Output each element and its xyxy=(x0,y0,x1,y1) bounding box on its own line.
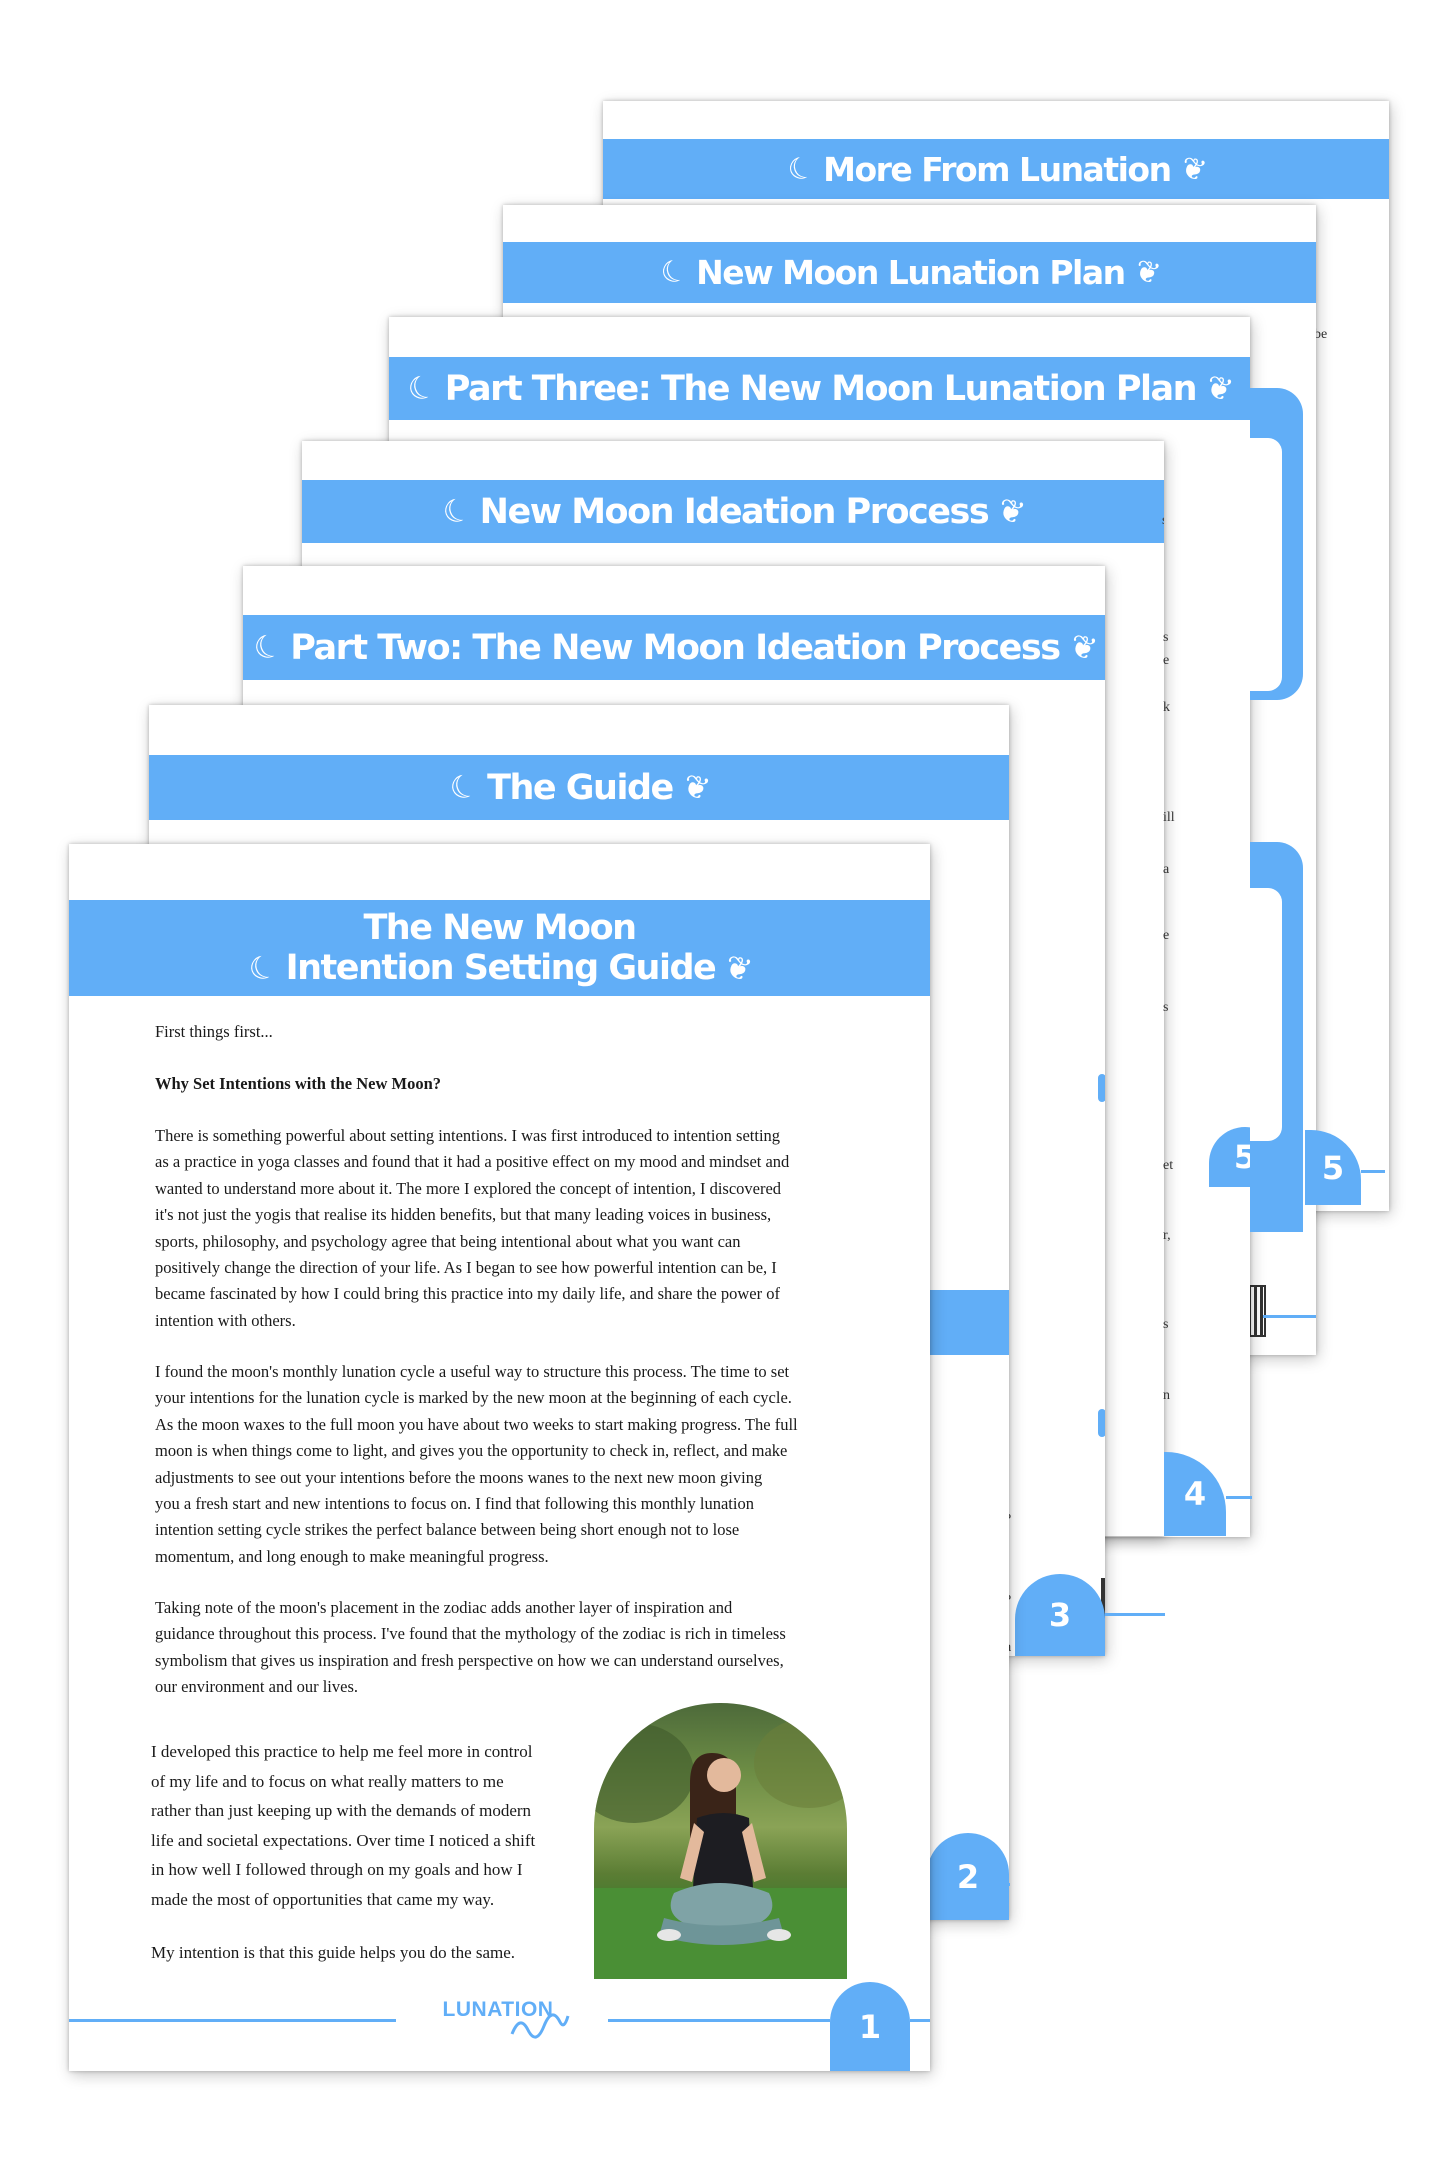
highlight-tab xyxy=(1098,1074,1105,1102)
page-number: 5 xyxy=(1209,1127,1250,1187)
lunation-logo: LUNATION xyxy=(442,1998,554,2021)
page-banner: ☾ More From Lunation ❦ xyxy=(603,139,1389,199)
moon-icon: ☾ xyxy=(437,490,476,533)
text-line: positively change the direction of your … xyxy=(155,1258,777,1278)
text-line: I developed this practice to help me fee… xyxy=(151,1742,533,1761)
page-number: 1 xyxy=(830,1982,910,2071)
highlight-tab xyxy=(1098,1409,1105,1437)
woman-sitting-illustration xyxy=(594,1718,847,1979)
footer-line xyxy=(1105,1613,1165,1616)
frame-inner xyxy=(1250,438,1282,691)
text-fragment: e xyxy=(1163,653,1170,668)
text-line: As the moon waxes to the full moon you h… xyxy=(155,1414,798,1434)
guide-paragraph-1: There is something powerful about settin… xyxy=(155,1123,789,1334)
frame-inner xyxy=(1250,888,1282,1141)
text-fragment: s xyxy=(1162,513,1164,529)
leaf-icon: ❦ xyxy=(1065,626,1099,669)
leaf-icon: ❦ xyxy=(1130,252,1163,293)
text-line: your intentions for the lunation cycle i… xyxy=(155,1388,792,1408)
text-line: guidance throughout this process. I've f… xyxy=(155,1624,786,1644)
text-line: intention with others. xyxy=(155,1310,296,1330)
logo-swirl-icon xyxy=(510,2013,570,2039)
text-line: moon is when things come to light, and g… xyxy=(155,1441,788,1461)
page-banner: ☾ New Moon Lunation Plan ❦ xyxy=(503,242,1316,303)
text-fragment: be xyxy=(1314,327,1328,342)
page-banner: ☾ Part Three: The New Moon Lunation Plan… xyxy=(389,357,1250,420)
footer-line xyxy=(1009,1883,1010,1886)
text-line: you a fresh start and new intentions to … xyxy=(155,1494,754,1514)
text-fragment: s xyxy=(1163,1317,1169,1332)
page-banner: ☾ The Guide ❦ xyxy=(149,755,1009,820)
text-line: as a practice in yoga classes and found … xyxy=(155,1152,790,1172)
text-fragment: ill xyxy=(1163,810,1175,825)
footer-line xyxy=(1263,1315,1316,1318)
text-fragment: e xyxy=(1163,928,1170,943)
page-number: 3 xyxy=(1015,1574,1105,1656)
highlight-block xyxy=(929,1290,1009,1355)
text-line: adjustments to see out your intentions b… xyxy=(155,1467,763,1487)
leaf-icon: ❦ xyxy=(1176,149,1209,189)
text-line: intention setting cycle strikes the perf… xyxy=(155,1520,740,1540)
guide-paragraph-3: Taking note of the moon's placement in t… xyxy=(155,1595,786,1701)
text-fragment: r, xyxy=(1163,1228,1171,1243)
text-fragment: s xyxy=(1163,1000,1169,1015)
text-line: in how well I followed through on my goa… xyxy=(151,1860,523,1879)
footer-line xyxy=(69,2019,396,2022)
leaf-icon: ❦ xyxy=(678,766,712,809)
text-fragment: a xyxy=(1163,862,1170,877)
guide-intro: First things first... xyxy=(155,1022,273,1041)
text-fragment: et xyxy=(1163,1158,1174,1173)
footer-line xyxy=(1226,1496,1252,1499)
text-line: Taking note of the moon's placement in t… xyxy=(155,1598,733,1617)
text-line: sports, philosophy, and psychology agree… xyxy=(155,1231,741,1251)
footer-line xyxy=(1361,1170,1385,1173)
moon-icon: ☾ xyxy=(655,251,692,294)
text-line: of my life and to focus on what really m… xyxy=(151,1771,504,1791)
moon-icon: ☾ xyxy=(243,947,281,990)
moon-icon: ☾ xyxy=(444,766,483,809)
text-line: it's not just the yogis that realise its… xyxy=(155,1205,772,1225)
text-fragment: s xyxy=(1163,630,1169,645)
leaf-icon: ❦ xyxy=(993,490,1028,533)
moon-icon: ☾ xyxy=(782,148,819,190)
moon-icon: ☾ xyxy=(248,626,286,669)
footer-line xyxy=(910,2019,930,2022)
guide-closing: My intention is that this guide helps yo… xyxy=(151,1943,516,1962)
footer-line xyxy=(608,2019,830,2022)
guide-paragraph-2: I found the moon's monthly lunation cycl… xyxy=(155,1359,798,1570)
page-title: New Moon Ideation Process xyxy=(479,491,990,532)
text-line: momentum, and long enough to make meanin… xyxy=(155,1546,549,1566)
page-title: The Guide xyxy=(487,767,674,808)
text-fragment: n xyxy=(1163,1388,1170,1403)
text-line: symbolism that gives us inspiration and … xyxy=(155,1650,784,1670)
page-banner: ☾ New Moon Ideation Process ❦ xyxy=(302,480,1164,543)
page-title-line2: ☾Intention Setting Guide❦ xyxy=(239,947,760,990)
leaf-icon: ❦ xyxy=(1201,367,1236,410)
guide-heading: Why Set Intentions with the New Moon? xyxy=(155,1074,442,1093)
author-photo xyxy=(594,1703,847,1979)
page-title: Part Three: The New Moon Lunation Plan xyxy=(444,368,1198,409)
text-line: I found the moon's monthly lunation cycl… xyxy=(155,1362,790,1381)
page-banner: ☾ Part Two: The New Moon Ideation Proces… xyxy=(243,615,1105,680)
text-line: wanted to understand more about it. The … xyxy=(155,1178,782,1198)
guide-paragraph-4: I developed this practice to help me fee… xyxy=(151,1737,535,1914)
text-line: became fascinated by how I could bring t… xyxy=(155,1284,780,1304)
page-title: Part Two: The New Moon Ideation Process xyxy=(290,627,1061,668)
text-line: rather than just keeping up with the dem… xyxy=(151,1801,532,1820)
leaf-icon: ❦ xyxy=(721,947,755,990)
page-title-line1: The New Moon xyxy=(363,907,637,948)
page-title-line2-text: Intention Setting Guide xyxy=(285,947,717,988)
page-title: More From Lunation xyxy=(823,149,1172,189)
moon-icon: ☾ xyxy=(402,367,441,410)
text-line: life and societal expectations. Over tim… xyxy=(151,1830,536,1850)
text-line: our environment and our lives. xyxy=(155,1677,358,1697)
text-line: made the most of opportunities that came… xyxy=(151,1889,495,1909)
page-title: New Moon Lunation Plan xyxy=(696,253,1126,292)
text-fragment: k xyxy=(1163,700,1170,715)
page-banner: The New Moon ☾Intention Setting Guide❦ xyxy=(69,900,930,996)
page-number: 2 xyxy=(927,1833,1009,1920)
text-line: There is something powerful about settin… xyxy=(155,1126,781,1145)
